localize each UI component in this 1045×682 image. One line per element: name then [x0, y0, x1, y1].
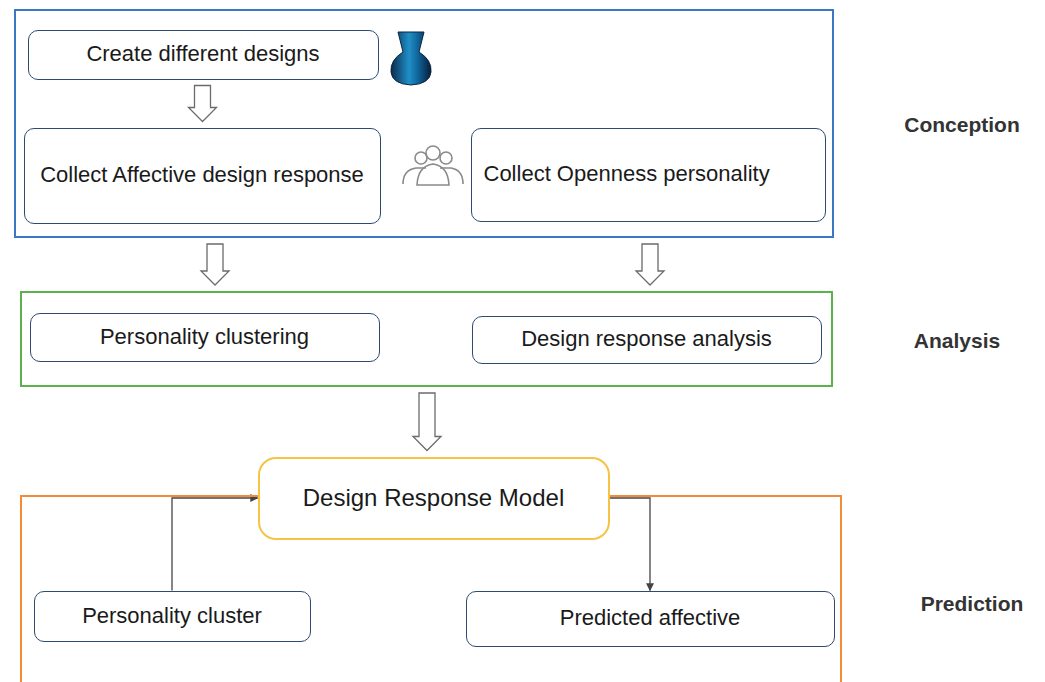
vase-icon	[391, 32, 431, 85]
stage-band: Personality clustering Design response an…	[20, 291, 833, 387]
box-label: Design Response Model	[303, 482, 564, 513]
box-label: Predicted affective	[560, 604, 741, 633]
box-label: Design response analysis	[521, 325, 772, 354]
people-icon	[403, 146, 463, 185]
box-label: Collect Affective design response	[40, 161, 364, 190]
block-arrow	[201, 244, 229, 285]
box-label: Create different designs	[86, 40, 319, 69]
process-box: Personality clustering	[30, 313, 380, 362]
stage-label: Conception	[904, 113, 1020, 137]
stage-band: Design Response ModelPersonality cluster…	[20, 495, 842, 682]
block-arrow	[636, 244, 664, 285]
process-box: Predicted affective	[466, 591, 835, 647]
connector-arrow	[172, 498, 258, 591]
process-box: Personality cluster	[34, 591, 311, 642]
box-label: Collect Openness personality	[484, 160, 770, 189]
stage-label: Analysis	[914, 329, 1000, 353]
process-box: Collect Affective design response	[24, 128, 381, 224]
process-box: Collect Openness personality	[471, 128, 826, 222]
block-arrow	[189, 86, 217, 122]
box-label: Personality clustering	[100, 323, 309, 352]
process-box: Create different designs	[28, 30, 379, 80]
process-box: Design response analysis	[472, 316, 822, 364]
block-arrow	[413, 393, 441, 451]
stage-band: Create different designsCollect Affectiv…	[14, 9, 834, 238]
model-box: Design Response Model	[258, 457, 610, 540]
stage-label: Prediction	[921, 592, 1024, 616]
box-label: Personality cluster	[82, 602, 262, 631]
connector-arrow	[610, 498, 651, 591]
